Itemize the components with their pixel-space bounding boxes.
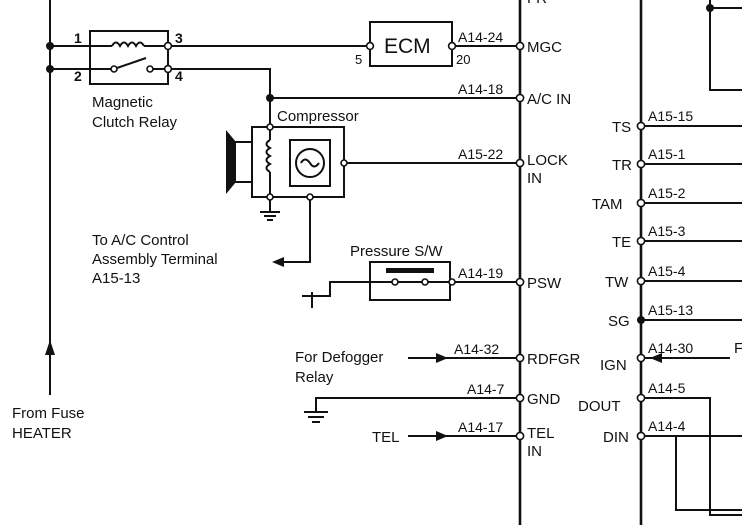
left-code-0: A14-24 bbox=[458, 29, 503, 45]
defogger-line1: For Defogger bbox=[295, 349, 383, 366]
relay-contact-icon bbox=[113, 57, 147, 70]
pressure-switch-label: Pressure S/W bbox=[350, 243, 443, 260]
right-code-ts: A15-15 bbox=[648, 108, 693, 124]
ecm-block bbox=[365, 21, 457, 67]
relay-pin-1: 1 bbox=[74, 30, 82, 46]
relay-coil-icon bbox=[111, 41, 145, 49]
top-cut-label: FR bbox=[527, 0, 547, 7]
right-name-ts: TS bbox=[612, 119, 631, 136]
right-code-tr: A15-1 bbox=[648, 146, 686, 162]
left-name-tel: TEL bbox=[527, 425, 555, 442]
left-name-ac-in: A/C IN bbox=[527, 91, 571, 108]
right-name-sg: SG bbox=[608, 313, 630, 330]
compressor bbox=[226, 98, 348, 221]
ac-control-line2: Assembly Terminal bbox=[92, 251, 218, 268]
left-code-3: A14-19 bbox=[458, 265, 503, 281]
fuse-note-line1: From Fuse bbox=[12, 405, 85, 422]
left-code-6: A14-17 bbox=[458, 419, 503, 435]
right-code-ign: A14-30 bbox=[648, 340, 693, 356]
supply-bus bbox=[45, 0, 90, 395]
tel-arrow bbox=[436, 431, 448, 441]
right-name-tam: TAM bbox=[592, 196, 623, 213]
right-code-te: A15-3 bbox=[648, 223, 686, 239]
right-code-dout: A14-5 bbox=[648, 380, 686, 396]
ac-control-line3: A15-13 bbox=[92, 270, 140, 287]
left-name-gnd: GND bbox=[527, 391, 561, 408]
lock-sensor-icon bbox=[300, 158, 320, 168]
wire-relay-compressor bbox=[171, 68, 516, 99]
wire-ac-control bbox=[278, 200, 311, 263]
left-code-1: A14-18 bbox=[458, 81, 503, 97]
ecm-pin-20: 20 bbox=[456, 52, 470, 67]
ac-control-arrow bbox=[272, 257, 284, 267]
compressor-label: Compressor bbox=[277, 108, 359, 125]
left-name-lock-in: IN bbox=[527, 170, 542, 187]
relay-label-line1: Magnetic bbox=[92, 94, 153, 111]
right-name-te: TE bbox=[612, 234, 631, 251]
wire-gnd bbox=[315, 397, 516, 412]
relay-pin-3: 3 bbox=[175, 30, 183, 46]
ecm-pin-5: 5 bbox=[355, 52, 362, 67]
tel-input-label: TEL bbox=[372, 429, 400, 446]
left-terminals bbox=[515, 41, 525, 441]
relay-label-line2: Clutch Relay bbox=[92, 114, 178, 131]
right-name-tr: TR bbox=[612, 157, 632, 174]
right-code-sg: A15-13 bbox=[648, 302, 693, 318]
left-name-tel-in: IN bbox=[527, 443, 542, 460]
right-wires bbox=[637, 0, 742, 516]
left-code-4: A14-32 bbox=[454, 341, 499, 357]
right-code-tam: A15-2 bbox=[648, 185, 686, 201]
ign-cut-label: F bbox=[734, 340, 742, 357]
pressure-switch bbox=[302, 261, 456, 308]
rdfgr-arrow bbox=[436, 353, 448, 363]
left-name-rdfgr: RDFGR bbox=[527, 351, 580, 368]
left-code-2: A15-22 bbox=[458, 146, 503, 162]
left-name-mgc: MGC bbox=[527, 39, 562, 56]
compressor-pulley-icon bbox=[226, 130, 236, 194]
left-code-5: A14-7 bbox=[467, 381, 505, 397]
ign-arrow bbox=[650, 353, 662, 363]
right-code-din: A14-4 bbox=[648, 418, 686, 434]
defogger-line2: Relay bbox=[295, 369, 334, 386]
ecm-label: ECM bbox=[384, 35, 431, 58]
clutch-coil-icon bbox=[265, 139, 273, 173]
relay-pin-2: 2 bbox=[74, 68, 82, 84]
ac-control-line1: To A/C Control bbox=[92, 232, 189, 249]
right-name-tw: TW bbox=[605, 274, 629, 291]
right-name-dout: DOUT bbox=[578, 398, 621, 415]
relay-pin-4: 4 bbox=[175, 68, 183, 84]
right-name-ign: IGN bbox=[600, 357, 627, 374]
right-name-din: DIN bbox=[603, 429, 629, 446]
fuse-note-line2: HEATER bbox=[12, 425, 72, 442]
right-code-tw: A15-4 bbox=[648, 263, 686, 279]
left-name-lock: LOCK bbox=[527, 152, 568, 169]
left-name-psw: PSW bbox=[527, 275, 562, 292]
fuse-feed-arrow bbox=[45, 340, 55, 355]
right-terminals bbox=[636, 121, 646, 441]
magnetic-clutch-relay bbox=[89, 30, 173, 85]
